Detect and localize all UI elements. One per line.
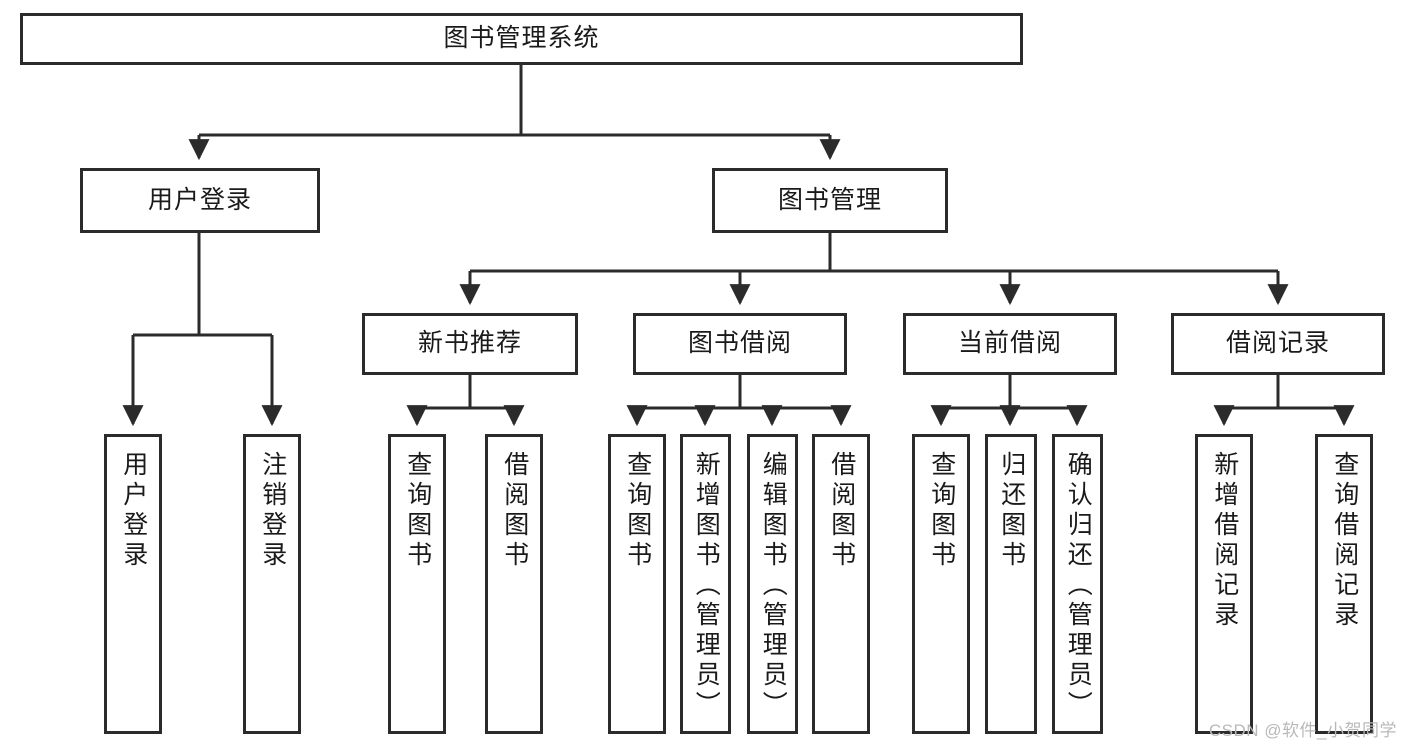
node-book-manage-label: 图书管理 bbox=[777, 185, 882, 214]
node-leaf-borrow-book-1-label: 借阅图书 bbox=[500, 451, 529, 571]
node-leaf-confirm-return[interactable]: 确认归还（管理员） bbox=[1052, 434, 1103, 734]
node-root[interactable]: 图书管理系统 bbox=[20, 13, 1023, 65]
node-leaf-edit-book[interactable]: 编辑图书（管理员） bbox=[747, 434, 798, 734]
node-leaf-query-record[interactable]: 查询借阅记录 bbox=[1315, 434, 1373, 734]
node-leaf-confirm-return-label: 确认归还（管理员） bbox=[1064, 451, 1093, 721]
csdn-watermark: CSDN @软件_小贺同学 bbox=[1208, 721, 1397, 740]
node-leaf-borrow-book-2-label: 借阅图书 bbox=[827, 451, 856, 571]
node-leaf-borrow-book-2[interactable]: 借阅图书 bbox=[812, 434, 870, 734]
node-book-borrow[interactable]: 图书借阅 bbox=[633, 313, 847, 375]
node-leaf-query-book-3[interactable]: 查询图书 bbox=[912, 434, 970, 734]
node-leaf-return-book-label: 归还图书 bbox=[997, 451, 1026, 571]
node-current-borrow-label: 当前借阅 bbox=[957, 329, 1062, 358]
node-leaf-query-book-3-label: 查询图书 bbox=[927, 451, 956, 571]
node-book-borrow-label: 图书借阅 bbox=[687, 329, 792, 358]
node-leaf-user-login[interactable]: 用户登录 bbox=[104, 434, 162, 734]
node-leaf-edit-book-label: 编辑图书（管理员） bbox=[759, 451, 788, 721]
node-user-login-label: 用户登录 bbox=[147, 185, 252, 214]
node-leaf-borrow-book-1[interactable]: 借阅图书 bbox=[485, 434, 543, 734]
node-leaf-add-book-label: 新增图书（管理员） bbox=[692, 451, 721, 721]
node-leaf-query-book-1[interactable]: 查询图书 bbox=[388, 434, 446, 734]
node-root-label: 图书管理系统 bbox=[443, 24, 600, 53]
node-current-borrow[interactable]: 当前借阅 bbox=[903, 313, 1117, 375]
node-leaf-user-login-label: 用户登录 bbox=[119, 451, 148, 571]
node-borrow-record[interactable]: 借阅记录 bbox=[1171, 313, 1385, 375]
node-leaf-add-book[interactable]: 新增图书（管理员） bbox=[680, 434, 731, 734]
node-leaf-query-book-2[interactable]: 查询图书 bbox=[608, 434, 666, 734]
node-leaf-query-record-label: 查询借阅记录 bbox=[1330, 451, 1359, 631]
node-leaf-add-record-label: 新增借阅记录 bbox=[1210, 451, 1239, 631]
node-new-book-recommend[interactable]: 新书推荐 bbox=[362, 313, 578, 375]
node-book-manage[interactable]: 图书管理 bbox=[712, 168, 948, 233]
node-borrow-record-label: 借阅记录 bbox=[1225, 329, 1330, 358]
node-leaf-user-logout[interactable]: 注销登录 bbox=[243, 434, 301, 734]
node-new-book-recommend-label: 新书推荐 bbox=[417, 329, 522, 358]
node-leaf-query-book-2-label: 查询图书 bbox=[623, 451, 652, 571]
node-leaf-add-record[interactable]: 新增借阅记录 bbox=[1195, 434, 1253, 734]
node-leaf-return-book[interactable]: 归还图书 bbox=[985, 434, 1037, 734]
node-leaf-query-book-1-label: 查询图书 bbox=[403, 451, 432, 571]
node-leaf-user-logout-label: 注销登录 bbox=[258, 451, 287, 571]
node-user-login[interactable]: 用户登录 bbox=[80, 168, 320, 233]
